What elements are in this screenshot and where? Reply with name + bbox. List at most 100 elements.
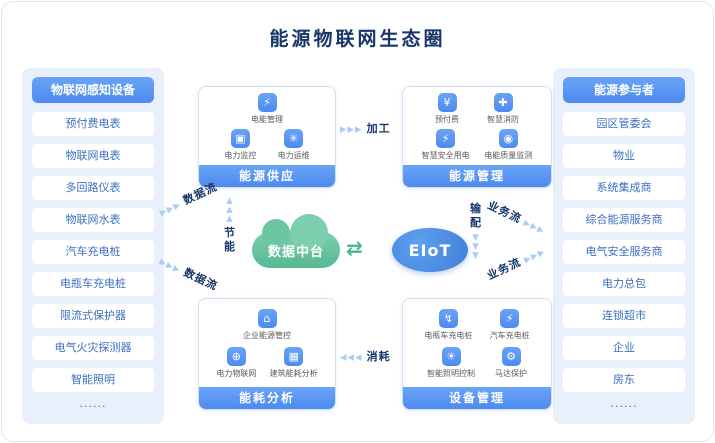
right-chevrons-icon: ▸▸▸ xyxy=(521,243,548,267)
left-panel-item: 电气火灾探测器 xyxy=(32,336,154,360)
feature-power-iot: ⊕ 电力物联网 xyxy=(216,347,256,379)
enterprise-energy-icon: ⌂ xyxy=(257,308,277,328)
feature-motor-protection: ⚙ 马达保护 xyxy=(495,347,527,379)
left-panel-item: 汽车充电桩 xyxy=(32,240,154,264)
up-chevrons-icon: ▴ ▴ ▴ xyxy=(226,193,234,226)
right-panel-header: 能源参与者 xyxy=(563,77,685,103)
feature-smart-lighting: ☀ 智能照明控制 xyxy=(427,347,475,379)
flow-business-bottom: 业务流 ▸▸▸ xyxy=(485,244,548,283)
left-panel-item: 预付费电表 xyxy=(32,112,154,136)
motor-protection-icon: ⚙ xyxy=(501,347,521,367)
feature-car-charger: ⚡ 汽车充电桩 xyxy=(489,308,530,341)
feature-label: 企业能源管控 xyxy=(243,330,291,340)
right-panel-item: 综合能源服务商 xyxy=(563,208,685,232)
feature-energy-management: ⚡ 电能管理 xyxy=(251,93,283,125)
feature-safe-power: ⚡ 智慧安全用电 xyxy=(421,128,470,161)
power-quality-icon: ◉ xyxy=(498,128,518,148)
flow-consume-label: 消耗 xyxy=(366,350,391,363)
node-energy-management-body: ¥ 预付费 ✚ 智慧消防 ⚡ 智慧安全用电 ◉ 电能质量监测 xyxy=(403,87,551,165)
flow-process: ▸▸▸ 加工 xyxy=(340,122,391,136)
feature-building-analysis: ▦ 建筑能耗分析 xyxy=(270,347,318,379)
node-energy-analysis: ⌂ 企业能源管控 ⊕ 电力物联网 ▦ 建筑能耗分析 能耗分析 xyxy=(198,298,336,410)
feature-enterprise-energy: ⌂ 企业能源管控 xyxy=(243,308,291,341)
right-panel-item: 连锁超市 xyxy=(563,304,685,328)
flow-transmit: 输 配 ▾ ▾ ▾ xyxy=(470,202,482,262)
right-panel-item: 电力总包 xyxy=(563,272,685,296)
left-panel-item: 电瓶车充电桩 xyxy=(32,272,154,296)
cloud-label: 数据中台 xyxy=(267,245,324,260)
flow-save-energy-label: 节 能 xyxy=(224,226,236,253)
flow-business-top-label: 业务流 xyxy=(485,198,524,226)
right-panel-item: 物业 xyxy=(563,144,685,168)
safe-power-icon: ⚡ xyxy=(436,128,456,148)
building-analysis-icon: ▦ xyxy=(284,347,304,367)
feature-label: 马达保护 xyxy=(495,369,527,379)
left-panel-item: 限流式保护器 xyxy=(32,304,154,328)
feature-label: 电力运维 xyxy=(277,150,310,160)
feature-power-quality: ◉ 电能质量监测 xyxy=(484,128,533,161)
left-panel-ellipsis: ······ xyxy=(79,400,107,413)
right-panel-item: 企业 xyxy=(563,336,685,360)
right-chevrons-icon: ▸▸▸ xyxy=(521,215,548,239)
flow-data-top: ▸▸▸ 数据流 xyxy=(157,180,220,220)
feature-label: 智慧消防 xyxy=(487,115,519,125)
node-device-management: ↯ 电瓶车充电桩 ⚡ 汽车充电桩 ☀ 智能照明控制 ⚙ 马达保护 设备管理 xyxy=(402,298,552,410)
right-panel-item: 电气安全服务商 xyxy=(563,240,685,264)
right-chevrons-icon: ▸▸▸ xyxy=(340,121,363,137)
energy-meter-icon: ⚡ xyxy=(257,93,277,113)
eiot-platform: EIoT xyxy=(392,228,468,272)
flow-consume: ◂◂◂ 消耗 xyxy=(340,350,391,364)
exchange-arrows-icon: ⇄ xyxy=(346,236,363,260)
left-chevrons-icon: ◂◂◂ xyxy=(340,349,363,365)
feature-label: 建筑能耗分析 xyxy=(269,369,318,379)
smart-lighting-icon: ☀ xyxy=(441,347,461,367)
flow-process-label: 加工 xyxy=(366,122,391,135)
fire-shield-icon: ✚ xyxy=(493,93,513,113)
node-energy-supply-body: ⚡ 电能管理 ▣ 电力监控 ✳ 电力运维 xyxy=(199,87,335,165)
flow-business-bottom-label: 业务流 xyxy=(485,255,524,283)
node-energy-management-label: 能源管理 xyxy=(403,165,551,187)
feature-label: 预付费 xyxy=(435,115,459,125)
left-panel-item: 物联网电表 xyxy=(32,144,154,168)
flow-data-bottom: ▸▸▸ 数据流 xyxy=(157,254,220,294)
feature-power-maintenance: ✳ 电力运维 xyxy=(277,128,310,161)
left-panel-header: 物联网感知设备 xyxy=(32,77,154,103)
node-device-management-body: ↯ 电瓶车充电桩 ⚡ 汽车充电桩 ☀ 智能照明控制 ⚙ 马达保护 xyxy=(403,299,551,387)
left-panel: 物联网感知设备 预付费电表 物联网电表 多回路仪表 物联网水表 汽车充电桩 电瓶… xyxy=(22,68,164,424)
feature-prepaid: ¥ 预付费 xyxy=(435,93,459,125)
left-panel-item: 多回路仪表 xyxy=(32,176,154,200)
prepaid-icon: ¥ xyxy=(437,93,457,113)
car-charger-icon: ⚡ xyxy=(500,308,520,328)
right-panel-item: 园区管委会 xyxy=(563,112,685,136)
feature-label: 电能质量监测 xyxy=(484,150,533,160)
node-energy-management: ¥ 预付费 ✚ 智慧消防 ⚡ 智慧安全用电 ◉ 电能质量监测 能源管理 xyxy=(402,86,552,188)
feature-power-monitor: ▣ 电力监控 xyxy=(224,128,257,161)
feature-smart-fire: ✚ 智慧消防 xyxy=(487,93,519,125)
feature-label: 电力监控 xyxy=(224,150,257,160)
node-energy-analysis-label: 能耗分析 xyxy=(199,387,335,409)
flow-transmit-label: 输 配 xyxy=(470,202,482,229)
feature-label: 汽车充电桩 xyxy=(489,330,530,340)
feature-label: 智能照明控制 xyxy=(427,369,475,379)
flow-business-top: 业务流 ▸▸▸ xyxy=(485,198,548,239)
data-platform-cloud: 数据中台 xyxy=(252,214,340,268)
node-energy-supply: ⚡ 电能管理 ▣ 电力监控 ✳ 电力运维 能源供应 xyxy=(198,86,336,188)
feature-ebike-charger: ↯ 电瓶车充电桩 xyxy=(424,308,473,341)
node-energy-analysis-body: ⌂ 企业能源管控 ⊕ 电力物联网 ▦ 建筑能耗分析 xyxy=(199,299,335,387)
power-iot-globe-icon: ⊕ xyxy=(226,347,246,367)
flow-save-energy: ▴ ▴ ▴ 节 能 xyxy=(224,193,236,254)
right-panel-item: 房东 xyxy=(563,368,685,392)
feature-label: 电瓶车充电桩 xyxy=(424,330,473,340)
feature-label: 智慧安全用电 xyxy=(421,150,470,160)
node-device-management-label: 设备管理 xyxy=(403,387,551,409)
feature-label: 电能管理 xyxy=(251,115,283,125)
power-monitor-icon: ▣ xyxy=(230,128,250,148)
power-maintenance-icon: ✳ xyxy=(284,128,304,148)
flow-data-bottom-label: 数据流 xyxy=(181,265,220,293)
left-panel-item: 物联网水表 xyxy=(32,208,154,232)
node-energy-supply-label: 能源供应 xyxy=(199,165,335,187)
right-panel: 能源参与者 园区管委会 物业 系统集成商 综合能源服务商 电气安全服务商 电力总… xyxy=(553,68,695,424)
ebike-charger-icon: ↯ xyxy=(438,308,458,328)
right-panel-ellipsis: ······ xyxy=(610,400,638,413)
